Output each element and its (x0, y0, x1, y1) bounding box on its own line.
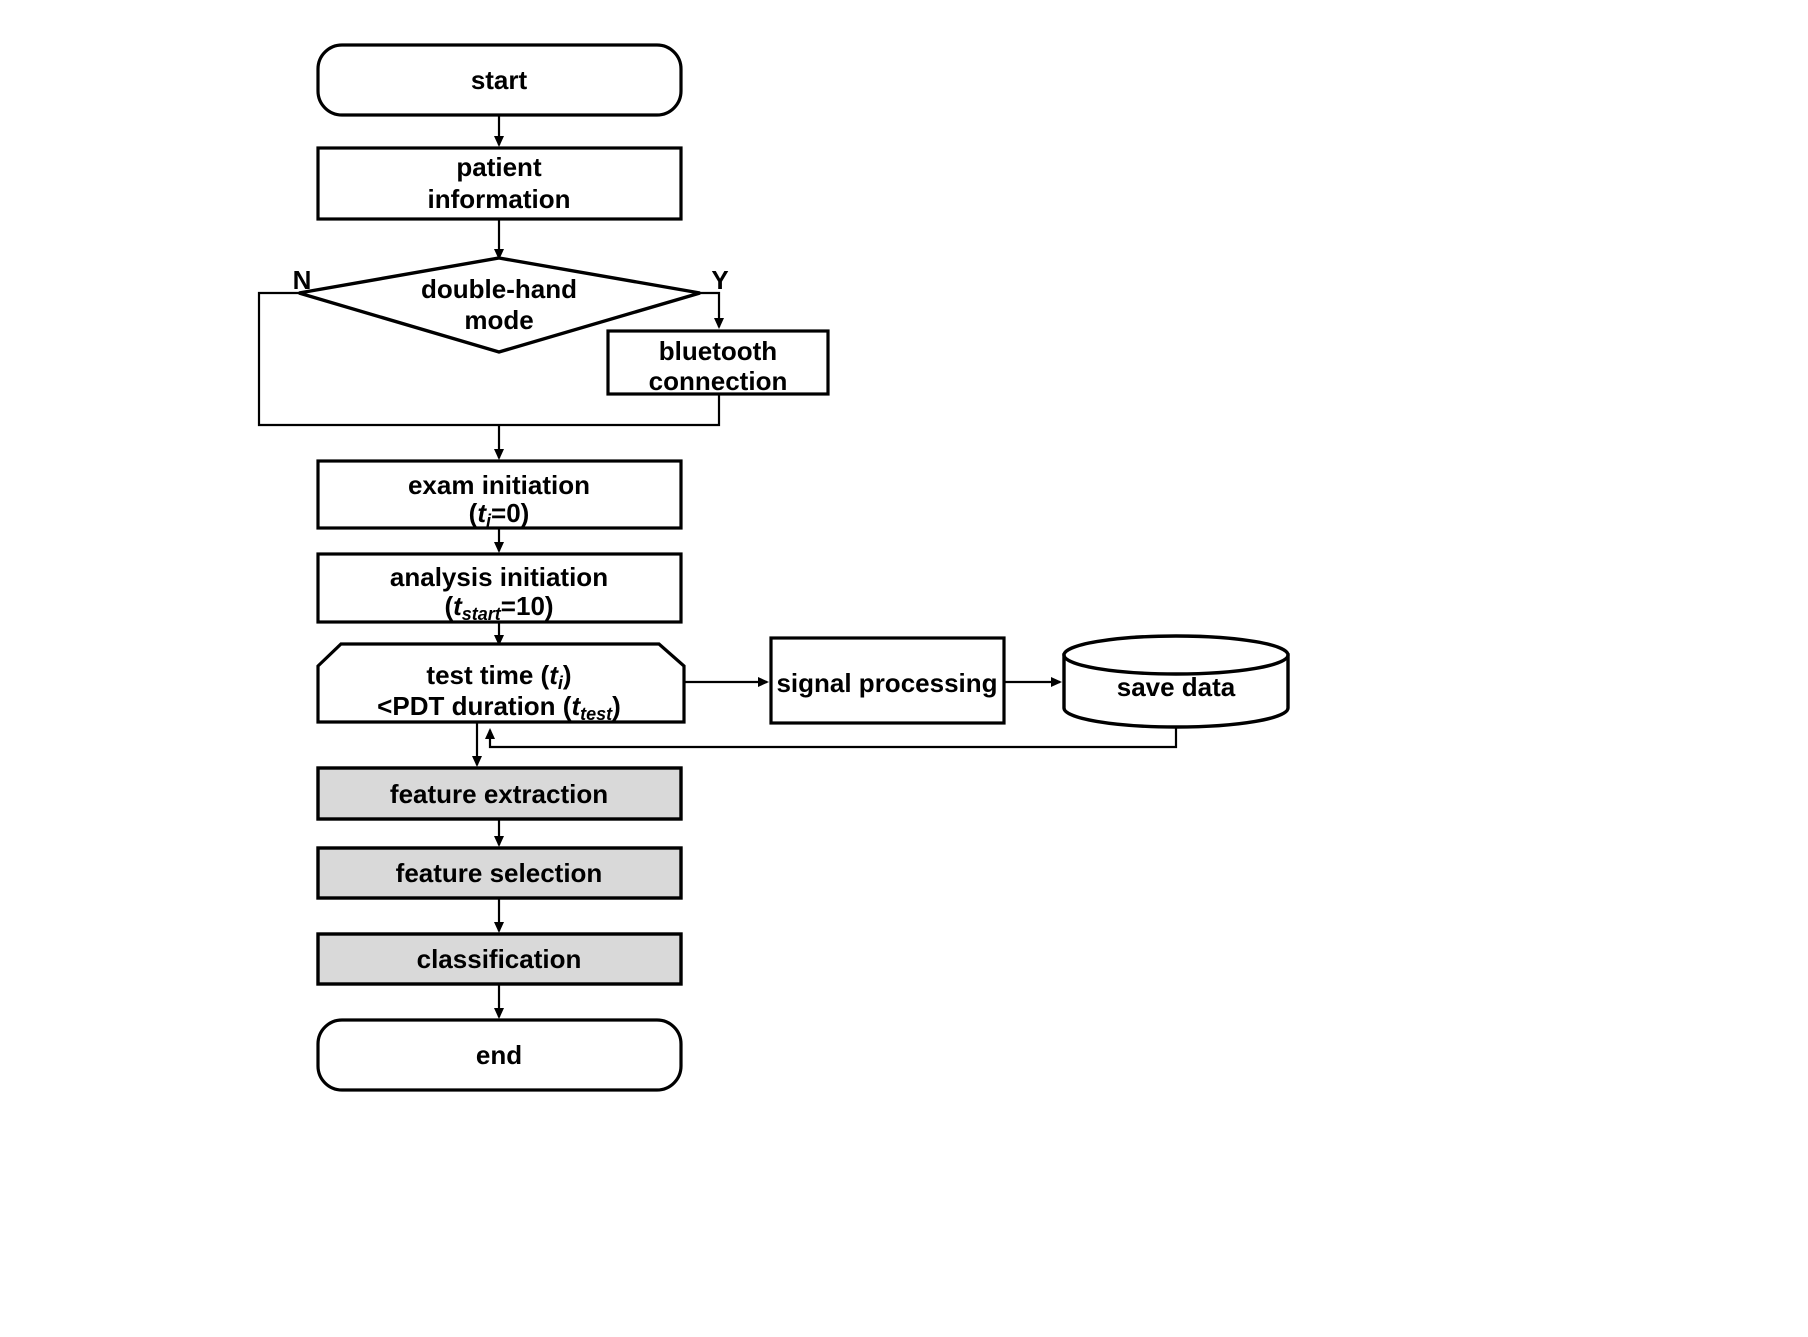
edge-decision-yes-to-bluetooth (700, 291, 724, 329)
edge-decision-no-to-merge (257, 291, 499, 427)
analysis-init-var: t (453, 591, 463, 621)
exam-init-subscript: i (486, 511, 492, 531)
node-bluetooth-connection[interactable]: bluetooth connection (606, 329, 830, 396)
node-double-hand-mode-decision[interactable]: double-hand mode (298, 256, 701, 354)
start-shape (316, 43, 683, 117)
bluetooth-connection-label-line2: connection (649, 366, 788, 396)
bluetooth-connection-shape (606, 329, 830, 396)
exam-initiation-label-line1: exam initiation (408, 470, 590, 500)
save-data-label: save data (1117, 672, 1236, 702)
branch-label-no: N (293, 265, 312, 295)
node-end[interactable]: end (316, 1018, 683, 1092)
node-analysis-initiation[interactable]: analysis initiation (tstart=10) (316, 552, 683, 624)
node-classification[interactable]: classification (316, 932, 683, 986)
signal-processing-label: signal processing (776, 668, 997, 698)
feature-selection-shape (316, 846, 683, 900)
test-time-line1-pre: test time ( (426, 660, 549, 690)
analysis-initiation-shape (316, 552, 683, 624)
exam-initiation-shape (316, 459, 683, 530)
exam-initiation-label-line2: (ti=0) (469, 498, 530, 531)
test-time-line1-subscript: i (558, 673, 564, 693)
test-time-line2-pre: <PDT duration ( (377, 691, 572, 721)
edge-bluetooth-to-merge (499, 394, 721, 427)
decision-label-line1: double-hand (421, 274, 577, 304)
connector-layer (257, 115, 1178, 1019)
analysis-init-subscript: start (462, 604, 502, 624)
decision-diamond-shape (298, 256, 701, 354)
test-time-line2-var: t (571, 691, 581, 721)
analysis-initiation-label-line1: analysis initiation (390, 562, 608, 592)
node-patient-information[interactable]: patient information (316, 146, 683, 221)
test-time-label-line2: <PDT duration (ttest) (377, 691, 621, 724)
classification-label: classification (417, 944, 582, 974)
edge-savedata-loopback-to-testtime (485, 724, 1178, 749)
node-feature-extraction[interactable]: feature extraction (316, 766, 683, 821)
node-exam-initiation[interactable]: exam initiation (ti=0) (316, 459, 683, 531)
node-test-time-condition[interactable]: test time (ti) <PDT duration (ttest) (316, 642, 686, 724)
analysis-initiation-label-line2: (tstart=10) (444, 591, 553, 624)
patient-information-label-line2: information (428, 184, 571, 214)
classification-shape (316, 932, 683, 986)
bluetooth-connection-label-line1: bluetooth (659, 336, 777, 366)
exam-init-var: t (477, 498, 487, 528)
test-time-line2-subscript: test (580, 704, 613, 724)
test-time-shape (316, 642, 686, 724)
save-data-cylinder-top (1062, 634, 1290, 676)
branch-label-yes: Y (711, 265, 728, 295)
feature-extraction-label: feature extraction (390, 779, 608, 809)
patient-information-label-line1: patient (456, 152, 542, 182)
analysis-init-paren-open: ( (444, 591, 453, 621)
node-feature-selection[interactable]: feature selection (316, 846, 683, 900)
test-time-line1-post: ) (563, 660, 572, 690)
exam-init-paren-open: ( (469, 498, 478, 528)
node-save-data-database[interactable]: save data (1062, 634, 1290, 729)
analysis-init-value: =10) (501, 591, 554, 621)
node-start[interactable]: start (316, 43, 683, 117)
feature-selection-label: feature selection (396, 858, 603, 888)
end-label: end (476, 1040, 522, 1070)
test-time-line2-post: ) (612, 691, 621, 721)
decision-label-line2: mode (464, 305, 533, 335)
exam-init-value: =0) (491, 498, 529, 528)
patient-information-shape (316, 146, 683, 221)
signal-processing-shape (769, 636, 1006, 725)
test-time-line1-var: t (549, 660, 559, 690)
feature-extraction-shape (316, 766, 683, 821)
end-shape (316, 1018, 683, 1092)
start-label: start (471, 65, 528, 95)
node-signal-processing[interactable]: signal processing (769, 636, 1006, 725)
test-time-label-line1: test time (ti) (426, 660, 571, 693)
